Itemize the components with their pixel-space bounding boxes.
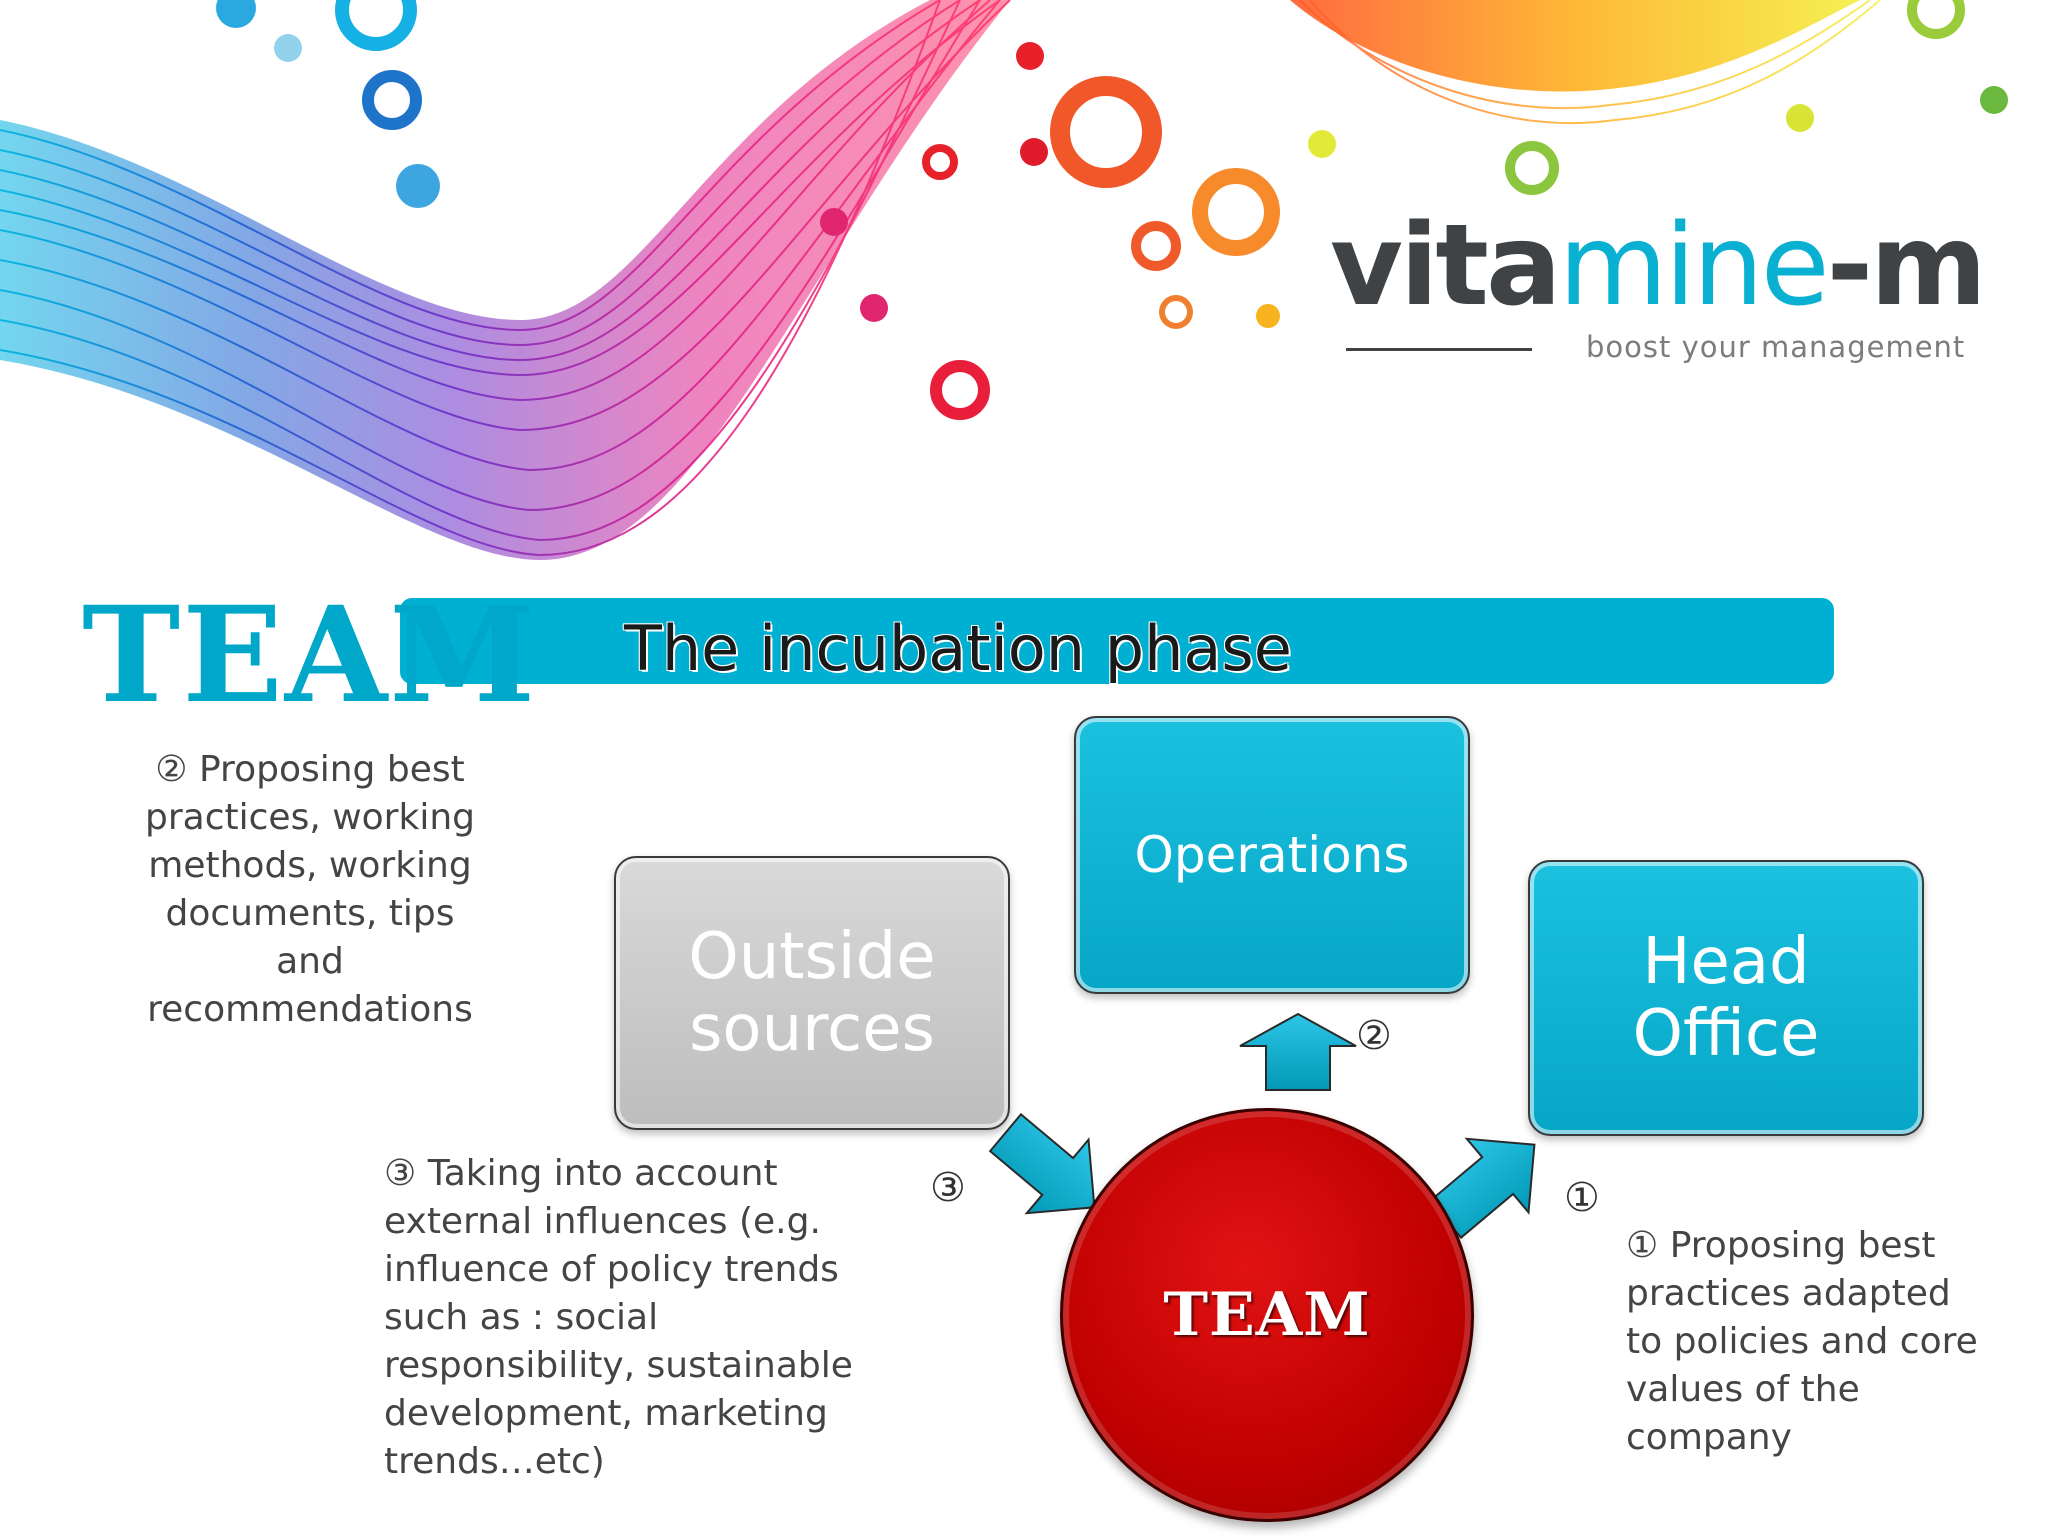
vitamine-m-logo: vitamine-m boost your management xyxy=(1330,210,2010,370)
operations-box: Operations xyxy=(1074,716,1470,994)
head-office-box: Head Office xyxy=(1528,860,1924,1136)
step-number-1: ① xyxy=(1564,1175,1600,1221)
wave-fill-left xyxy=(0,0,1010,560)
step-number-3: ③ xyxy=(930,1165,966,1211)
note-best-practices-policies: ① Proposing best practices adapted to po… xyxy=(1626,1225,1978,1458)
outside-sources-box: Outside sources xyxy=(614,856,1010,1130)
wave-fill-right xyxy=(1290,0,1860,92)
note-best-practices-working: ② Proposing best practices, working meth… xyxy=(145,749,475,1030)
team-circle-label: TEAM xyxy=(1163,1280,1371,1350)
note-external-influences: ③ Taking into account external influence… xyxy=(384,1153,853,1482)
logo-wordmark: vitamine-m xyxy=(1330,210,1987,322)
arrow-to-operations xyxy=(1239,1012,1357,1091)
team-circle: TEAM xyxy=(1060,1108,1474,1522)
title-band xyxy=(400,598,1834,684)
logo-part-mine: mine xyxy=(1558,201,1830,331)
logo-part-m: -m xyxy=(1826,201,1987,331)
logo-part-vita: vita xyxy=(1330,201,1562,331)
header-decoration xyxy=(0,0,2008,560)
logo-tagline: boost your management xyxy=(1586,330,1966,364)
logo-underline xyxy=(1346,348,1532,351)
decor-circles xyxy=(216,0,2008,420)
step-number-2: ② xyxy=(1356,1013,1392,1059)
team-heading: TEAM xyxy=(82,578,538,733)
wave-ribbon-right xyxy=(1299,0,1881,124)
slide-title: The incubation phase xyxy=(624,612,1292,685)
